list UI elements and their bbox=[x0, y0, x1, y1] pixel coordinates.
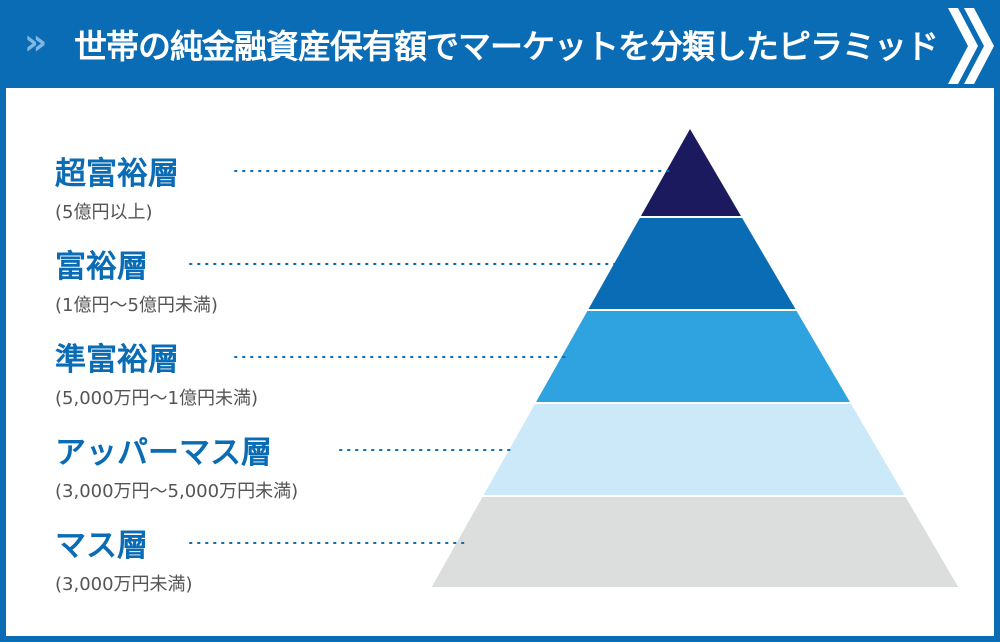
pyramid-layer bbox=[480, 402, 908, 497]
layer-label: 超富裕層 bbox=[55, 156, 179, 192]
layer-range: (3,000万円〜5,000万円未満) bbox=[55, 481, 299, 502]
chevron-right-icon bbox=[948, 8, 994, 84]
pyramid-layer bbox=[532, 309, 854, 404]
layer-range: (5,000万円〜1億円未満) bbox=[55, 388, 259, 409]
layer-label: マス層 bbox=[55, 528, 148, 564]
layer-label: 準富裕層 bbox=[55, 342, 179, 378]
layer-range: (3,000万円未満) bbox=[55, 574, 193, 595]
layer-label: アッパーマス層 bbox=[55, 435, 272, 471]
pyramid-layer bbox=[585, 216, 799, 311]
pyramid-layer bbox=[428, 495, 962, 589]
layer-label: 富裕層 bbox=[55, 249, 148, 285]
title-banner: » 世帯の純金融資産保有額でマーケットを分類したピラミッド bbox=[0, 0, 1000, 86]
double-chevron-icon: » bbox=[24, 22, 48, 63]
layer-range: (5億円以上) bbox=[55, 202, 153, 223]
page-title: 世帯の純金融資産保有額でマーケットを分類したピラミッド bbox=[74, 27, 939, 66]
layer-range: (1億円〜5億円未満) bbox=[55, 295, 218, 316]
pyramid-layer bbox=[637, 124, 745, 218]
